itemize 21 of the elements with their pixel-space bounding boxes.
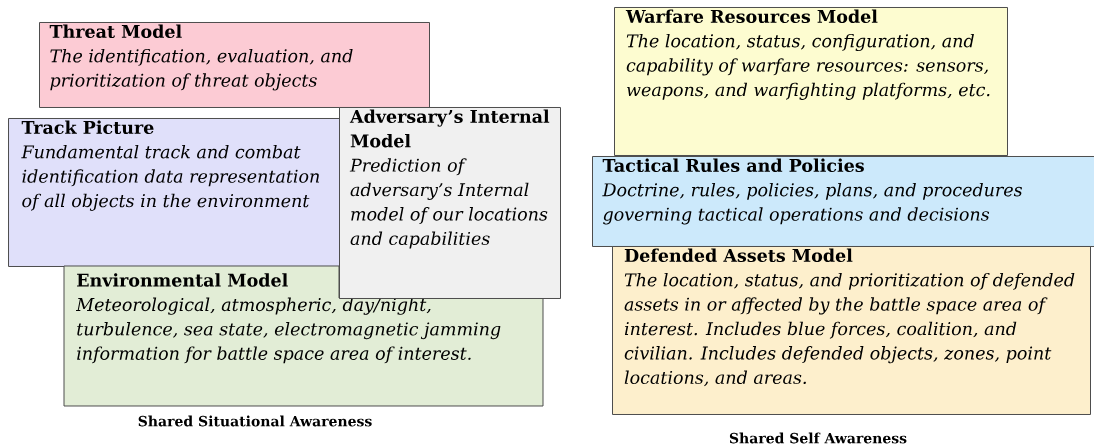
box-heading: Track Picture xyxy=(21,120,154,135)
box-heading: Defended Assets Model xyxy=(624,248,853,263)
box-heading: Tactical Rules and Policies xyxy=(602,158,864,173)
box-description: The location, status, and prioritization of defended assets in or affected by the battle space area of interest. Includes blue forces, coalition, and civilian. Includes defended objects, zones, point locations, and areas. xyxy=(624,272,1075,387)
box-heading: Environmental Model xyxy=(77,273,288,287)
box-heading: Threat Model xyxy=(49,24,182,39)
box-description: Fundamental track and combat identification data representation of all objects in the environment xyxy=(21,144,320,211)
model-box xyxy=(8,118,340,267)
box-description: Meteorological, atmospheric, day/night, turbulence, sea state, electromagnetic jamming information for battle space area of interest. xyxy=(75,297,501,364)
model-box xyxy=(614,7,1008,156)
box-description: The location, status, configuration, and capability of warfare resources: sensors, weapons, and warfighting platforms, etc. xyxy=(626,33,990,100)
model-box xyxy=(39,22,430,108)
box-description: Doctrine, rules, policies, plans, and procedures governing tactical operations and decisions xyxy=(602,182,1023,225)
model-box xyxy=(339,107,561,299)
group-caption: Shared Self Awareness xyxy=(729,432,907,444)
model-box xyxy=(612,246,1091,415)
box-heading: Adversary’s Internal Model xyxy=(349,109,550,148)
box-description: Prediction of adversary’s Internal model of our locations and capabilities xyxy=(349,158,548,249)
model-box xyxy=(592,156,1094,247)
box-heading: Warfare Resources Model xyxy=(625,9,878,24)
box-description: The identification, evaluation, and prioritization of threat objects xyxy=(50,48,353,91)
